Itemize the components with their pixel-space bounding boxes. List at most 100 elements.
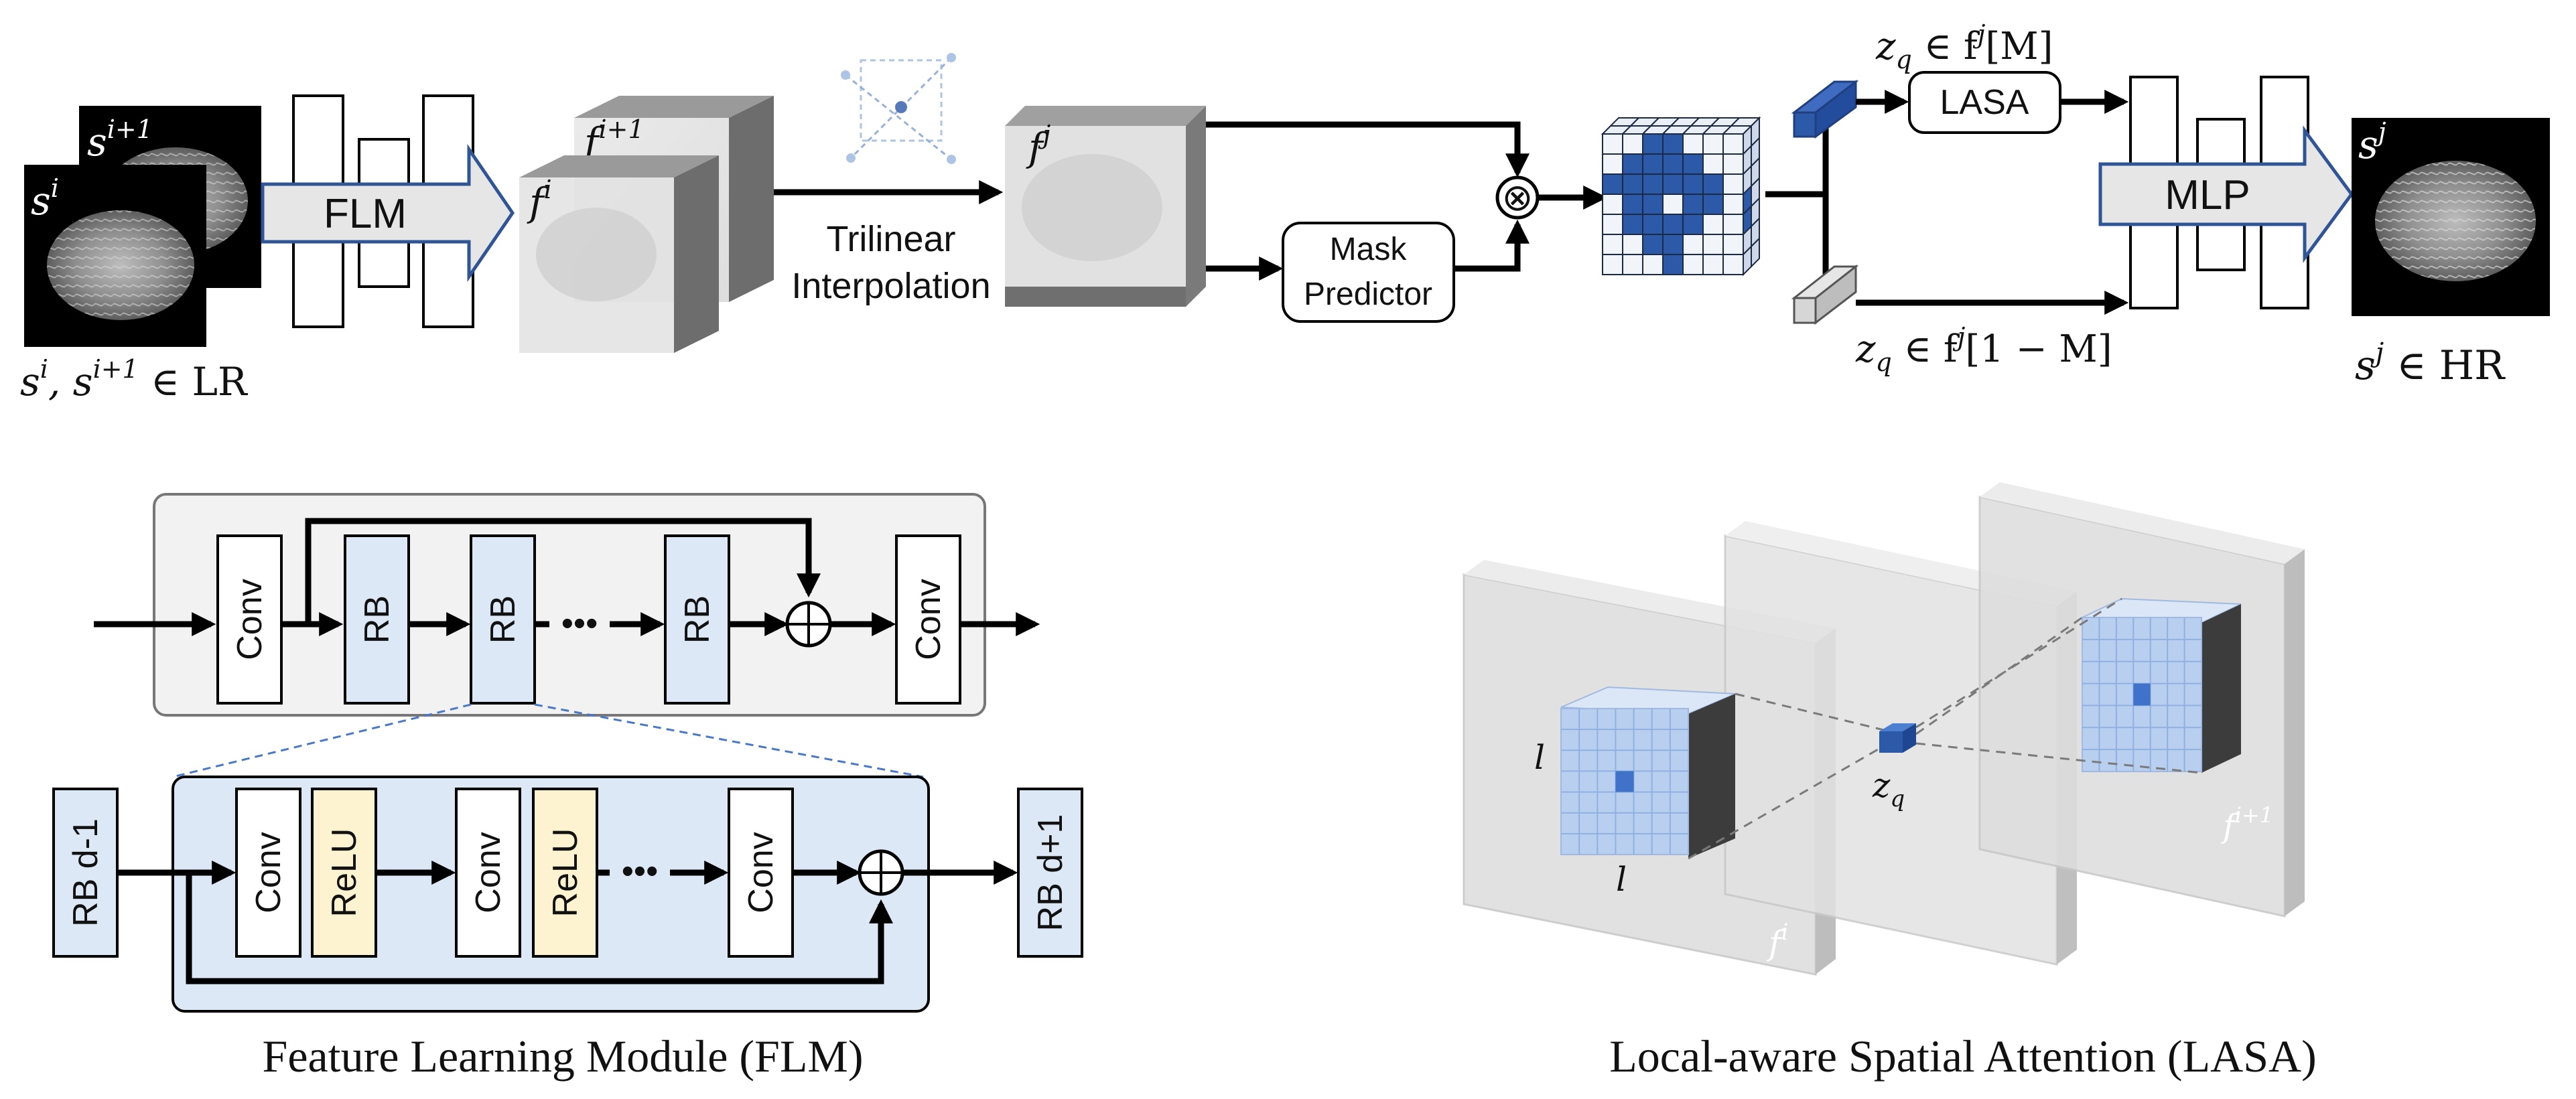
voxel-masked-cell (1622, 173, 1643, 195)
voxel-masked-cell (1642, 234, 1664, 255)
local-window-2 (2082, 597, 2242, 773)
voxel-cell (1722, 254, 1744, 275)
svg-text:RB: RB (358, 595, 397, 644)
hr-output-slice: sj sj ∈ HR (2352, 117, 2550, 389)
lasa-label: LASA (1940, 83, 2029, 122)
svg-text:RB: RB (678, 595, 717, 644)
voxel-cell (1662, 194, 1684, 215)
voxel-masked-cell (1602, 173, 1623, 195)
svg-text:ReLU: ReLU (546, 828, 585, 918)
rb-out-block: RB d+1 (1017, 788, 1083, 958)
svg-text:⊗: ⊗ (1502, 176, 1534, 218)
voxel-masked-cell (1682, 153, 1704, 175)
voxel-masked-cell (1662, 153, 1684, 175)
rb-conv-3: Conv (728, 788, 794, 958)
voxel-cell (1702, 153, 1724, 175)
voxel-cell (1602, 214, 1623, 235)
voxel-masked-cell (1682, 214, 1704, 235)
voxel-masked-cell (1662, 133, 1684, 155)
voxel-masked-cell (1662, 173, 1684, 195)
flm-dots: ••• (561, 604, 598, 643)
flm-detail: Conv RB RB ••• RB Conv (52, 493, 1083, 1082)
local-window-1 (1560, 686, 1736, 859)
voxel-cell (1702, 214, 1724, 235)
lasa-detail: fi fi+1 (1463, 482, 2317, 1082)
window-size-label-1: l (1534, 738, 1545, 777)
voxel-masked-cell (1662, 234, 1684, 255)
voxel-masked-cell (1662, 254, 1684, 275)
query-voxel (1879, 723, 1916, 753)
svg-text:Conv: Conv (230, 579, 269, 660)
unmasked-query-bar (1791, 264, 1859, 325)
voxel-cell (1602, 153, 1623, 175)
voxel-masked-cell (1662, 214, 1684, 235)
voxel-cell (1722, 173, 1744, 195)
rb-relu-1: ReLU (311, 788, 377, 958)
svg-text:RB d-1: RB d-1 (66, 818, 105, 927)
mask-label-line2: Predictor (1304, 277, 1432, 312)
voxel-masked-cell (1642, 194, 1664, 215)
flm-arrow (261, 143, 515, 283)
rb-sum-node (858, 849, 904, 896)
multiply-node: ⊗ (1495, 175, 1540, 220)
voxel-cell (1722, 153, 1744, 175)
window-center-cell (2133, 683, 2151, 706)
voxel-cell (1682, 234, 1704, 255)
flm-rb-3: RB (664, 534, 730, 705)
feature-volumes-input: fi+1 fi (519, 96, 774, 353)
voxel-cell (1702, 133, 1724, 155)
output-slice-label: sj (2358, 117, 2386, 167)
voxel-masked-cell (1642, 214, 1664, 235)
interpolation-grid-icon (841, 53, 956, 164)
mask-predictor-box: Mask Predictor (1282, 222, 1455, 323)
voxel-cell (1622, 254, 1643, 275)
voxel-cell (1622, 234, 1643, 255)
slice-back-label: si+1 (87, 115, 153, 165)
rb-dots: ••• (622, 852, 659, 891)
rb-in-block: RB d-1 (52, 788, 119, 958)
attention-lines (1688, 597, 2202, 860)
svg-text:Conv: Conv (469, 832, 508, 913)
lr-input-caption: si, si+1 ∈ LR (20, 354, 249, 405)
voxel-masked-cell (1642, 153, 1664, 175)
svg-text:RB: RB (484, 595, 523, 644)
voxel-cell (1602, 133, 1623, 155)
flm-caption: Feature Learning Module (FLM) (263, 1031, 864, 1082)
interp-label-line2: Interpolation (791, 266, 990, 306)
voxel-cell (1682, 254, 1704, 275)
flm-block: FLM (261, 94, 515, 328)
lr-input-slices: si+1 si si, si+1 ∈ LR (20, 106, 261, 405)
voxel-cell (1702, 254, 1724, 275)
voxel-cell (1722, 133, 1744, 155)
slice-front-label: si (31, 173, 59, 224)
voxel-cell (1622, 133, 1643, 155)
svg-text:Conv: Conv (742, 832, 781, 913)
svg-text:RB d+1: RB d+1 (1031, 814, 1070, 932)
masked-query-bar (1791, 79, 1859, 139)
flm-rb-2: RB (470, 534, 536, 705)
zq-unmasked-label: zq ∈ fj[1 − M] (1855, 322, 2112, 377)
flm-conv-out: Conv (895, 534, 961, 705)
window-size-label-2: l (1616, 860, 1627, 899)
rb-relu-2: ReLU (532, 788, 598, 958)
mask-label-line1: Mask (1330, 232, 1408, 267)
voxel-cell (1602, 194, 1623, 215)
zq-masked-label: zq ∈ fj[M] (1875, 19, 2053, 74)
top-pipeline: si+1 si si, si+1 ∈ LR FLM fi+1 fi (20, 19, 2550, 405)
voxel-cell (1702, 234, 1724, 255)
voxel-masked-cell (1642, 133, 1664, 155)
voxel-masked-cell (1622, 214, 1643, 235)
feature-label-back: fi+1 (582, 115, 645, 165)
voxel-cell (1602, 234, 1623, 255)
voxel-cell (1642, 254, 1664, 275)
voxel-masked-cell (1622, 153, 1643, 175)
voxel-masked-cell (1702, 173, 1724, 195)
voxel-masked-cell (1702, 194, 1724, 215)
voxel-cell (1602, 254, 1623, 275)
svg-text:Conv: Conv (909, 579, 948, 660)
svg-text:ReLU: ReLU (325, 828, 364, 918)
flm-rb-1: RB (344, 534, 410, 705)
voxel-cell (1682, 133, 1704, 155)
trilinear-interpolation: Trilinear Interpolation (774, 53, 1004, 306)
